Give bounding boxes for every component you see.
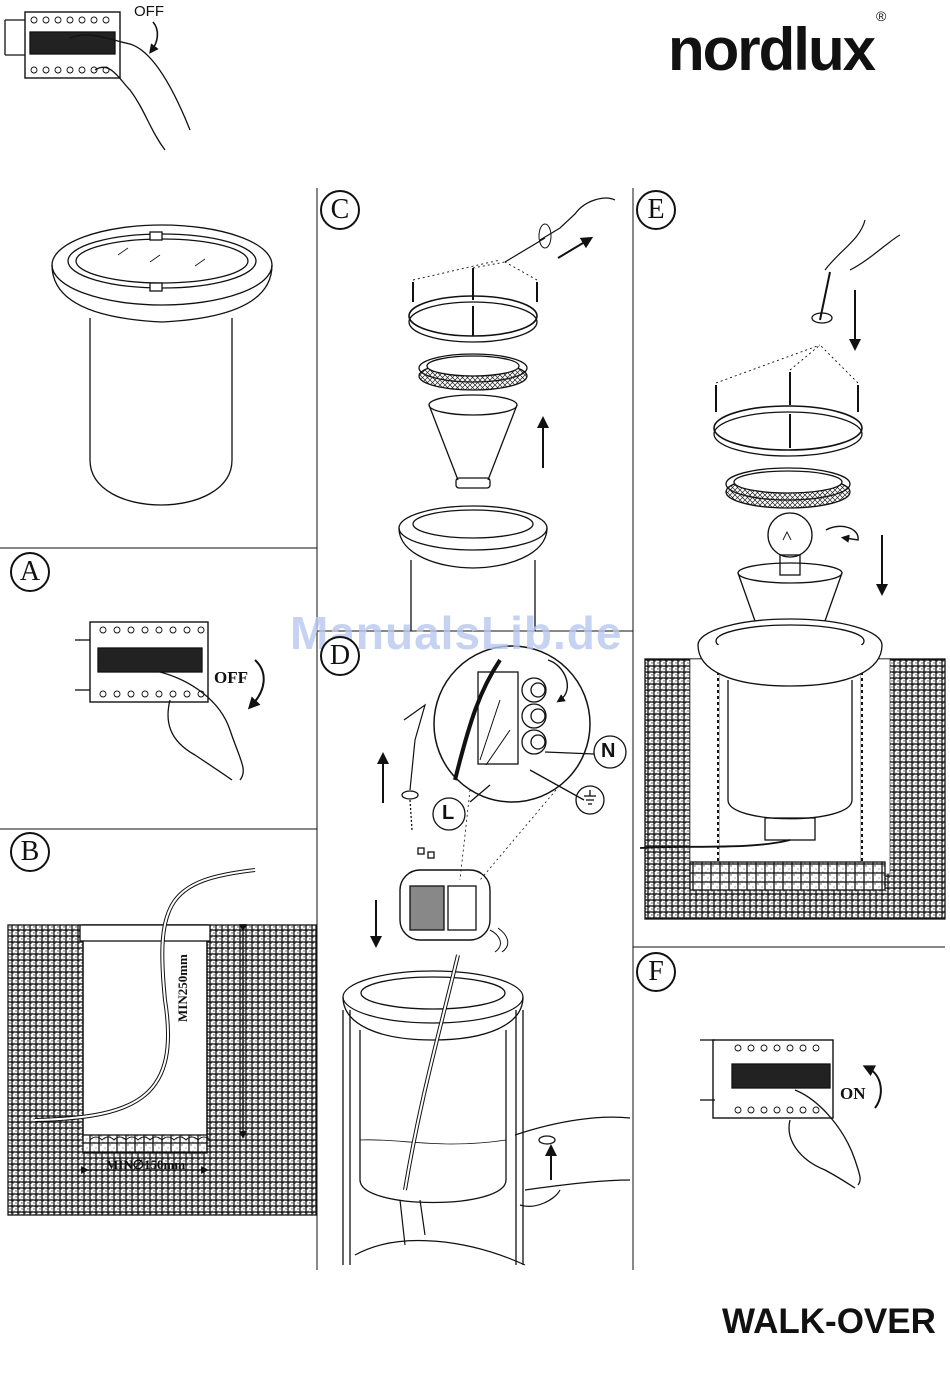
top-breaker-off-illustration — [5, 12, 190, 150]
brand-logo: nordlux® — [668, 20, 884, 80]
brand-name: nordlux — [668, 16, 874, 83]
panel-c-disassembly-illustration — [399, 198, 615, 631]
panel-f-breaker-on-illustration — [700, 1040, 881, 1188]
panel-b-diameter-label: MIN∅150mm — [106, 1157, 185, 1173]
panel-f-on-label: ON — [840, 1084, 866, 1104]
top-off-label: OFF — [134, 3, 164, 20]
panel-a-off-label: OFF — [214, 668, 248, 688]
panel-letter-a: A — [10, 552, 50, 592]
model-name: WALK-OVER — [722, 1302, 936, 1342]
panel-a-breaker-illustration — [75, 622, 264, 780]
panel-letter-d: D — [320, 636, 360, 676]
panel-e-bulb-illustration — [640, 220, 945, 919]
live-terminal-label: L — [442, 802, 454, 825]
panel-letter-e: E — [636, 190, 676, 230]
panel-letter-c: C — [320, 190, 360, 230]
registered-mark: ® — [876, 8, 884, 24]
product-fitting-illustration — [52, 225, 272, 505]
panel-letter-b: B — [10, 832, 50, 872]
panel-b-depth-label: MIN250mm — [175, 954, 191, 1022]
panel-letter-f: F — [636, 952, 676, 992]
neutral-terminal-label: N — [601, 740, 615, 763]
panel-d-wiring-illustration — [343, 646, 630, 1265]
